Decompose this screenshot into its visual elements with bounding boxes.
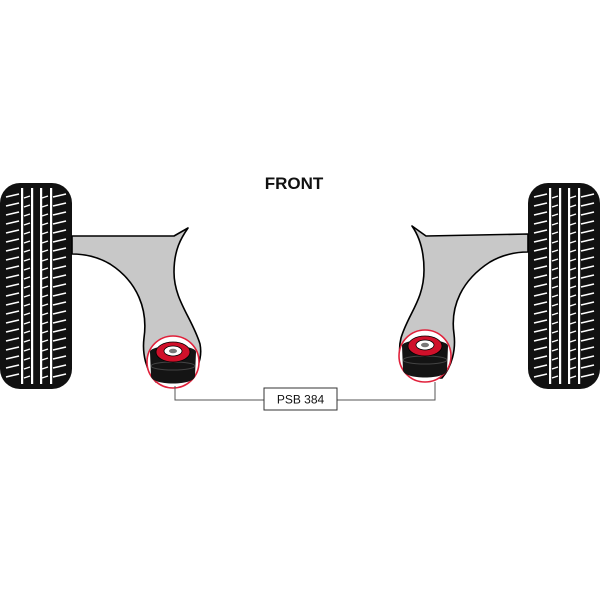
right-bush-icon — [398, 329, 452, 383]
front-label: FRONT — [265, 174, 324, 193]
left-bush-icon — [146, 335, 200, 389]
left-tyre-icon — [0, 183, 72, 389]
part-number-box: PSB 384 — [263, 387, 338, 411]
leader-line-right — [337, 382, 436, 401]
right-tyre-icon — [528, 183, 600, 389]
part-number-label: PSB 384 — [277, 393, 325, 407]
leader-line-left — [174, 386, 264, 401]
